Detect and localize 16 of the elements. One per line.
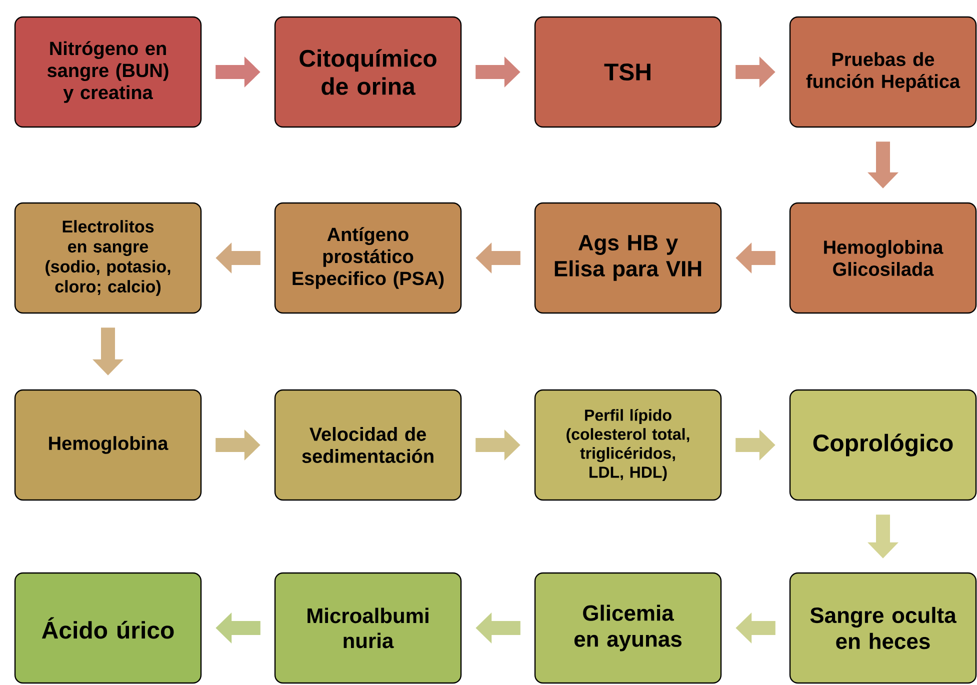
process-box: Antígeno prostático Especifico (PSA) [274, 202, 462, 314]
process-box: Ácido úrico [14, 572, 202, 684]
process-box: Electrolitos en sangre (sodio, potasio, cloro; calcio) [14, 202, 202, 314]
process-box: Perfil lípido (colesterol total, triglicéridos, LDL, HDL) [534, 389, 722, 501]
process-box: Microalbumi nuria [274, 572, 462, 684]
process-box: Ags HB y Elisa para VIH [534, 202, 722, 314]
process-box: Citoquímico de orina [274, 16, 462, 128]
process-box: Coprológico [789, 389, 977, 501]
process-box: Nitrógeno en sangre (BUN) y creatina [14, 16, 202, 128]
process-box: Hemoglobina [14, 389, 202, 501]
process-box: Hemoglobina Glicosilada [789, 202, 977, 314]
process-box: Sangre oculta en heces [789, 572, 977, 684]
process-box: Glicemia en ayunas [534, 572, 722, 684]
process-box: Velocidad de sedimentación [274, 389, 462, 501]
process-box: TSH [534, 16, 722, 128]
process-box: Pruebas de función Hepática [789, 16, 977, 128]
